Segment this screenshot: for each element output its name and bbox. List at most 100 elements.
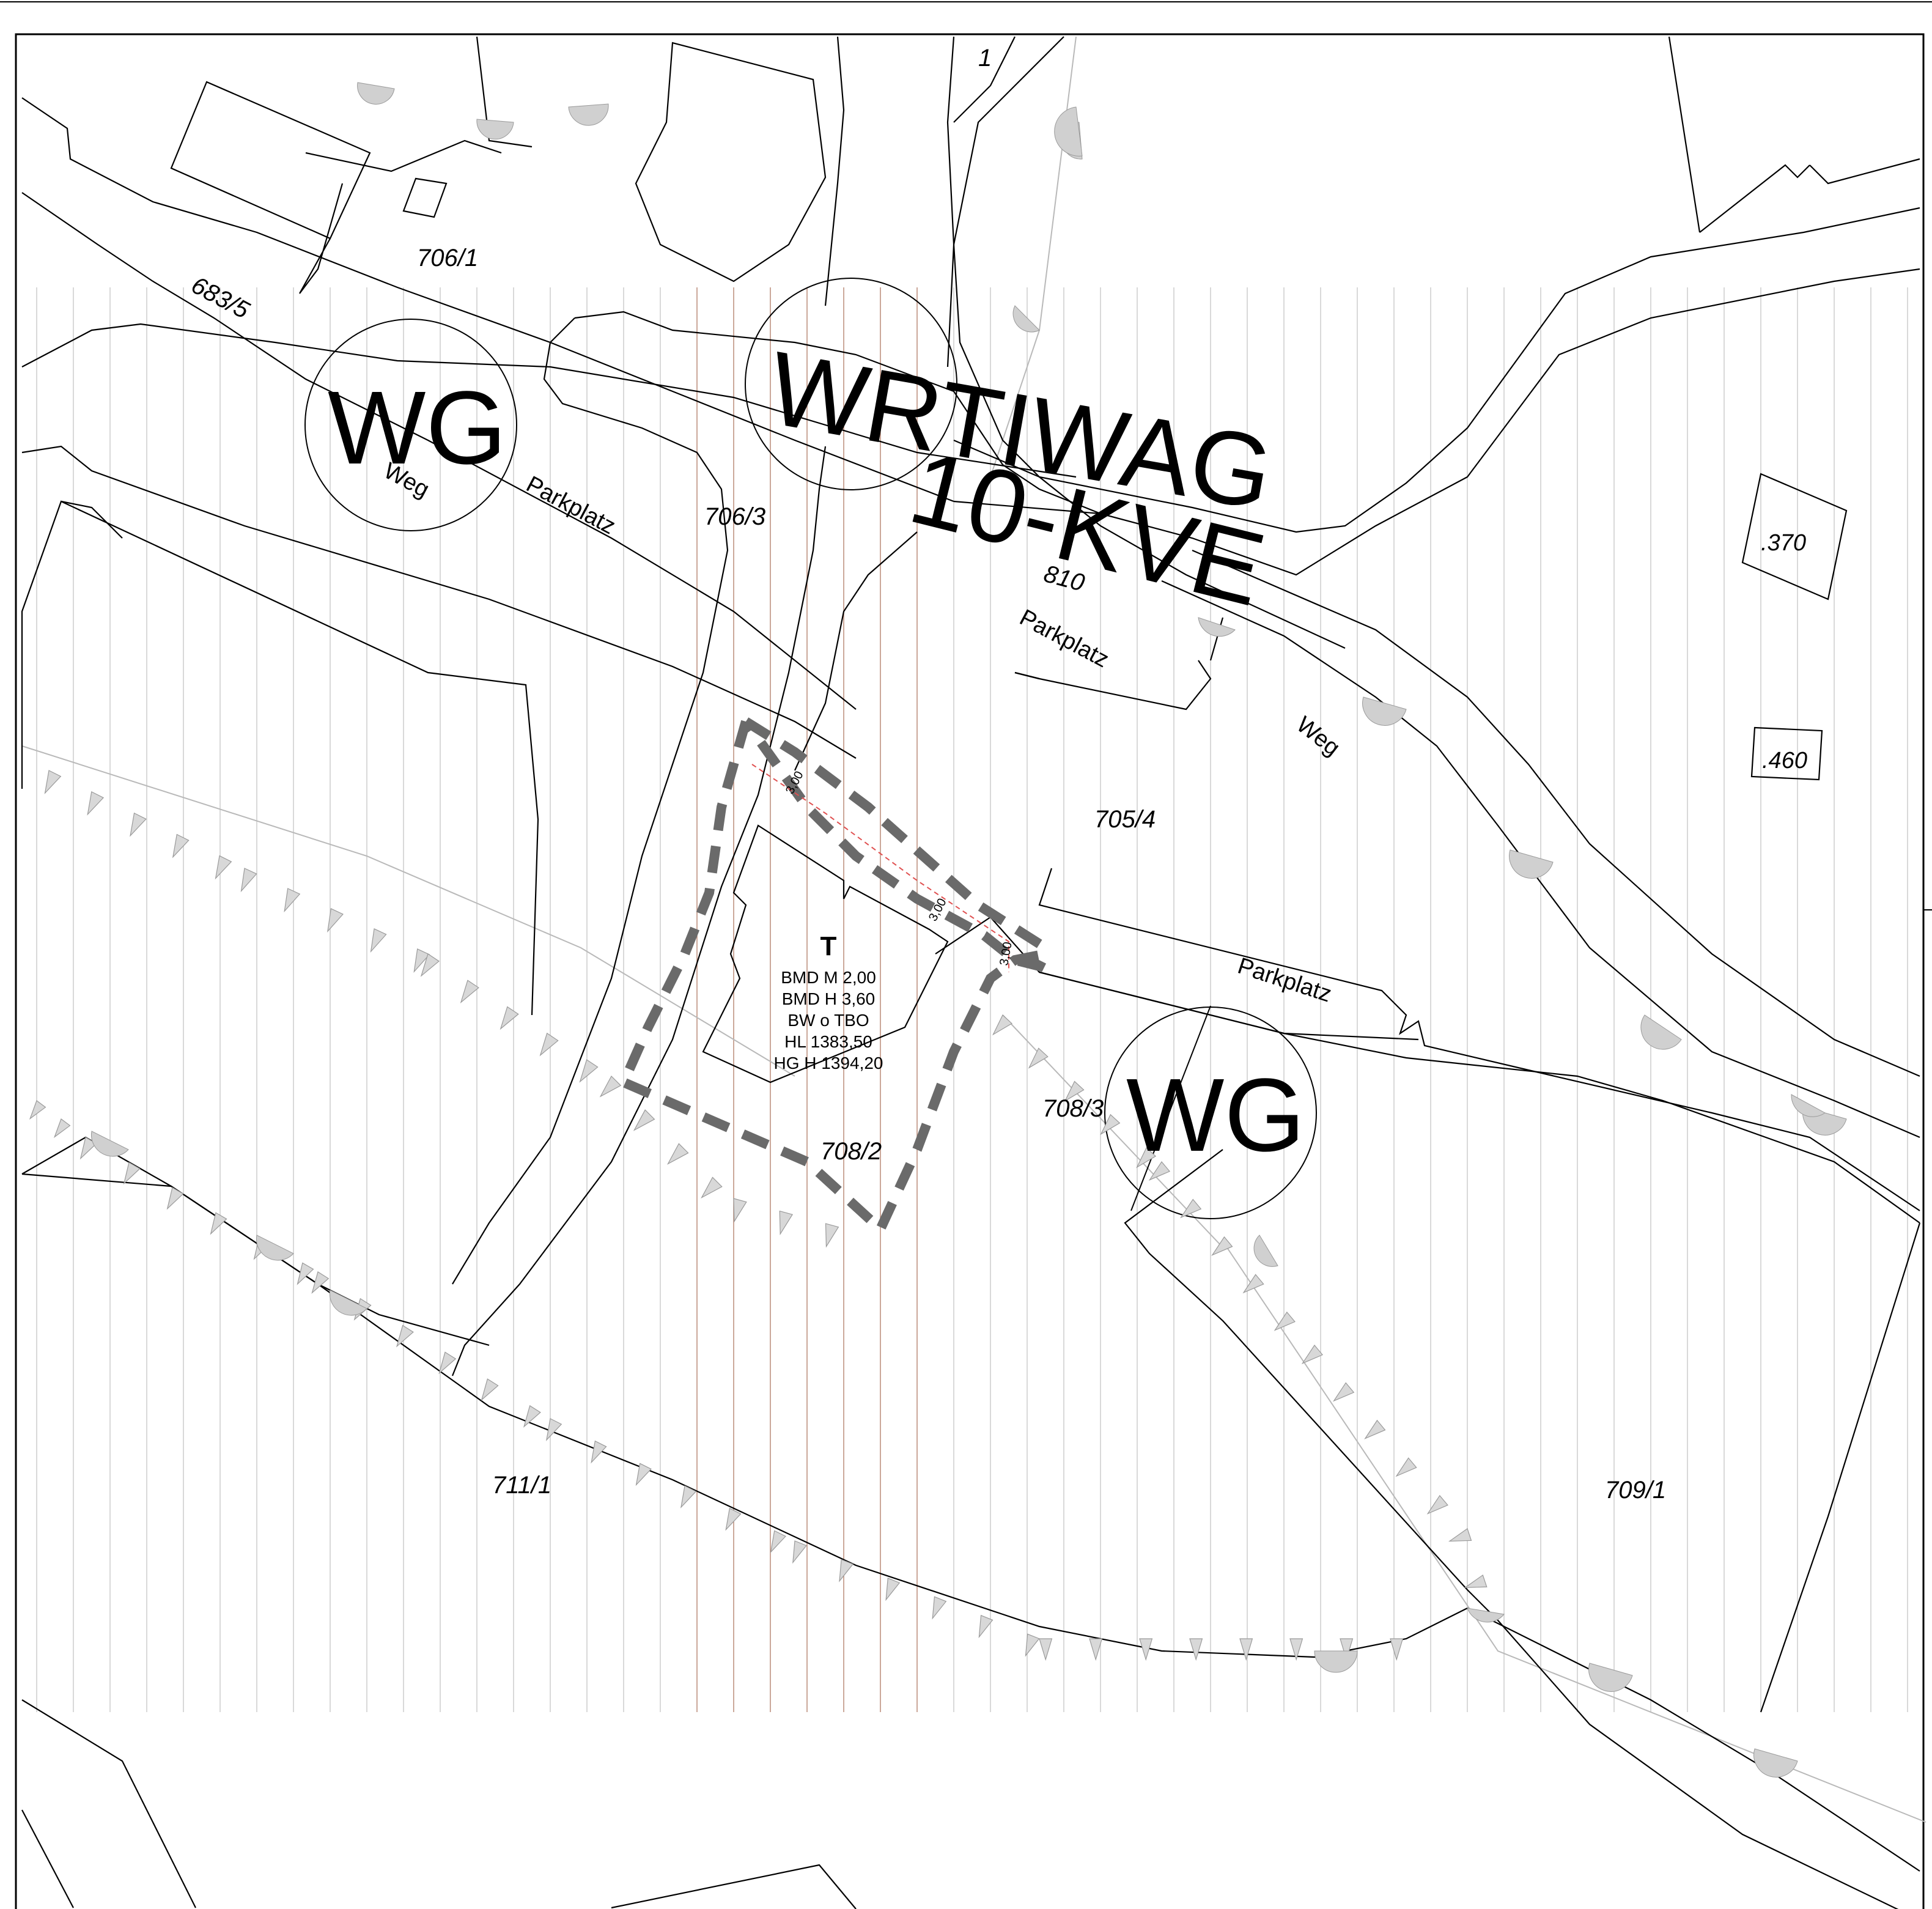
road-parkplatz-left: Parkplatz: [522, 471, 620, 539]
embankment-tooth: [779, 1210, 794, 1236]
embankment-tooth: [240, 868, 257, 893]
embankment-tooth: [1395, 1457, 1417, 1477]
embankment-tooth: [215, 855, 232, 880]
rules-line-3: BW o TBO: [787, 1011, 869, 1030]
rules-title: T: [820, 931, 837, 961]
embankment-tooth: [500, 1006, 519, 1030]
embankment-tooth: [284, 888, 301, 913]
embankment-tooth: [978, 1614, 994, 1639]
zone-circle-wrtiwag: [745, 278, 957, 490]
embankment-tooth: [413, 948, 430, 973]
parcel-705-4: 705/4: [1094, 806, 1156, 833]
rules-line-5: HG H 1394,20: [774, 1054, 883, 1073]
plot-boundary: [617, 718, 1055, 1238]
embankment-tooth: [545, 1418, 562, 1441]
setback-dim-1: 3,00: [783, 769, 806, 797]
embankment-tooth: [166, 1187, 184, 1210]
embankment-tooth: [438, 1351, 457, 1375]
embankment-tooth: [792, 1540, 807, 1564]
embankment-tooth: [1028, 1047, 1049, 1069]
embankment-tooth: [1148, 1161, 1171, 1181]
rules-line-4: HL 1383,50: [784, 1032, 872, 1051]
rules-line-1: BMD M 2,00: [781, 968, 876, 987]
embankment-tooth: [1340, 1638, 1354, 1661]
embankment-tooth: [1274, 1311, 1296, 1331]
embankment-tooth: [523, 1405, 541, 1428]
embankment-tooth: [1239, 1638, 1253, 1661]
embankment-tooth: [885, 1578, 901, 1601]
embankment-tooth: [1139, 1638, 1153, 1661]
embankment-tooth: [667, 1143, 689, 1165]
embankment-tooth: [460, 980, 479, 1003]
embankment-tooth: [1039, 1638, 1053, 1661]
embankment-tooth: [44, 770, 62, 794]
embankment-tooth: [599, 1076, 622, 1098]
parcel-1: 1: [978, 45, 992, 72]
parcel-706-1: 706/1: [417, 245, 478, 271]
zoning-hatch-stripes: [36, 287, 1908, 1712]
embankment-tooth: [1426, 1494, 1448, 1515]
embankment-tooth: [770, 1530, 786, 1554]
parcel-lines: [21, 36, 1932, 1909]
embankment-tooth: [297, 1262, 314, 1285]
embankment-tooth: [1180, 1198, 1202, 1219]
parcel-708-2: 708/2: [820, 1138, 882, 1165]
embankment-tooth: [1364, 1419, 1386, 1439]
map-frame: [15, 33, 1925, 1909]
rules-line-2: BMD H 3,60: [782, 989, 876, 1008]
zone-wg-left: WG: [328, 370, 507, 486]
embankment-tooth: [839, 1559, 854, 1582]
embankment-tooth: [1089, 1638, 1103, 1661]
embankment-tooth: [1301, 1344, 1324, 1364]
embankment-tooth: [932, 1596, 947, 1620]
spot-height-460: .460: [1762, 748, 1807, 774]
embankment-tooth: [123, 1162, 141, 1185]
embankment-tooth: [29, 1100, 46, 1120]
embankment-tooth: [420, 953, 440, 977]
embankment-tooth: [327, 908, 344, 933]
embankment-tooth: [130, 812, 147, 837]
embankment-tooth: [539, 1032, 559, 1057]
embankment-tooth: [635, 1463, 652, 1486]
embankment-tooth: [1136, 1147, 1157, 1169]
embankment-tooth: [825, 1223, 839, 1248]
embankment-tooth: [172, 833, 190, 858]
parcel-708-3: 708/3: [1042, 1095, 1104, 1122]
embankment-tooth: [210, 1212, 227, 1235]
embankment-tooth: [396, 1324, 414, 1348]
embankment-tooth: [87, 791, 105, 816]
embankment-tooth: [725, 1507, 742, 1531]
embankment-tooth: [1064, 1080, 1085, 1102]
embankment-tooth: [481, 1378, 499, 1401]
zone-wg-right: WG: [1126, 1057, 1305, 1173]
embankment-tooth: [1333, 1382, 1355, 1402]
building-outline: [702, 824, 949, 1084]
grey-lines: [21, 36, 1926, 1823]
parcel-706-3: 706/3: [704, 503, 765, 530]
embankment-tooth: [79, 1137, 97, 1160]
road-parkplatz-lower: Parkplatz: [1234, 953, 1335, 1008]
parcel-711-1: 711/1: [492, 1472, 551, 1499]
embankment-tooth: [591, 1440, 607, 1464]
embankment-symbols: [29, 770, 1488, 1661]
vegetation-symbols: [90, 82, 1847, 1778]
embankment-tooth: [1025, 1633, 1040, 1657]
parcel-709-1: 709/1: [1605, 1477, 1666, 1504]
embankment-tooth: [579, 1059, 599, 1083]
plot-boundary-top: [743, 717, 1049, 952]
embankment-tooth: [680, 1485, 697, 1508]
road-weg-right: Weg: [1291, 712, 1344, 761]
embankment-tooth: [1289, 1638, 1303, 1661]
embankment-tooth: [370, 928, 387, 953]
embankment-tooth: [633, 1109, 655, 1131]
zone-circle-wg-left: [304, 319, 517, 531]
embankment-tooth: [1390, 1638, 1404, 1661]
embankment-tooth: [1448, 1528, 1472, 1542]
embankment-tooth: [1189, 1638, 1203, 1661]
spot-height-370: .370: [1761, 530, 1806, 556]
embankment-tooth: [733, 1198, 747, 1223]
embankment-tooth: [1464, 1574, 1488, 1588]
embankment-tooth: [53, 1118, 71, 1139]
embankment-tooth: [1100, 1113, 1121, 1135]
